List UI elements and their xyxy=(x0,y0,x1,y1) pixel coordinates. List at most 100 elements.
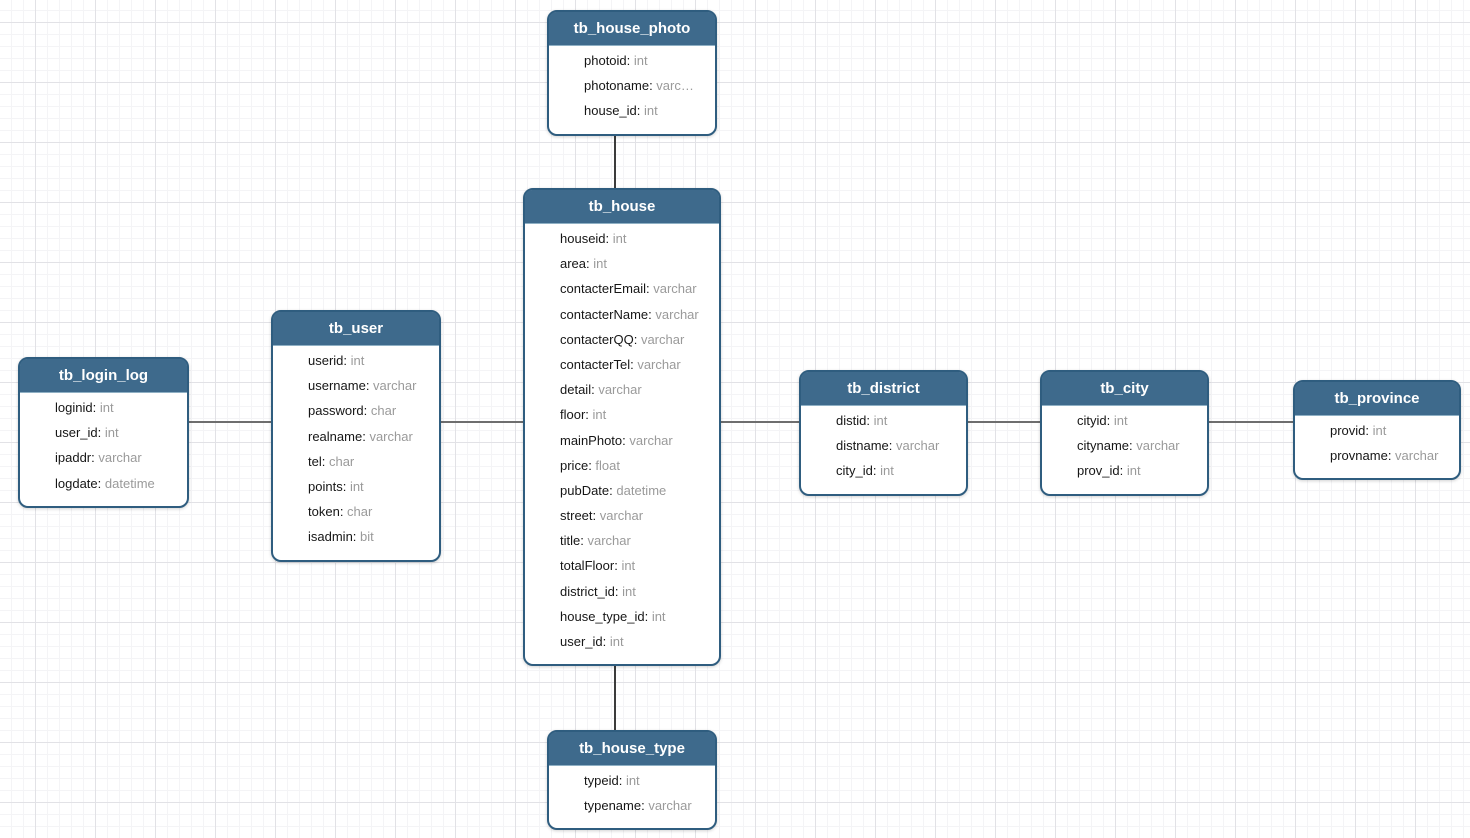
field-type: varchar xyxy=(599,508,644,524)
field-name: provname xyxy=(1330,448,1395,463)
connector-house_photo-house[interactable] xyxy=(614,133,616,191)
field-row: floorint xyxy=(525,402,719,427)
connector-login_log-user[interactable] xyxy=(187,421,273,423)
field-type: int xyxy=(625,773,640,788)
table-tb_province[interactable]: tb_province providintprovnamevarchar xyxy=(1293,380,1461,481)
field-type: int xyxy=(621,558,636,574)
field-type: int xyxy=(1113,413,1128,428)
table-title[interactable]: tb_city xyxy=(1042,372,1207,406)
field-row: citynamevarchar xyxy=(1042,433,1207,458)
field-name: mainPhoto xyxy=(560,433,629,448)
table-title[interactable]: tb_house_photo xyxy=(549,12,715,46)
field-name: title xyxy=(560,533,587,548)
table-tb_login_log[interactable]: tb_login_log loginidintuser_idintipaddrv… xyxy=(18,357,189,508)
field-name: username xyxy=(308,378,373,393)
field-row: isadminbit xyxy=(273,524,439,549)
table-fields: typeidinttypenamevarchar xyxy=(549,766,715,828)
field-name: typename xyxy=(584,798,648,813)
field-row: city_idint xyxy=(801,458,966,483)
field-type: int xyxy=(104,425,119,441)
field-name: tel xyxy=(308,454,329,469)
connector-house-house_type[interactable] xyxy=(614,663,616,732)
field-name: pubDate xyxy=(560,483,616,498)
table-tb_house[interactable]: tb_house houseidintareaintcontacterEmail… xyxy=(523,188,721,667)
table-title[interactable]: tb_house_type xyxy=(549,732,715,766)
table-tb_house_type[interactable]: tb_house_type typeidinttypenamevarchar xyxy=(547,730,717,831)
field-type: int xyxy=(873,413,888,428)
connector-user-house[interactable] xyxy=(439,421,525,423)
field-type: int xyxy=(880,463,894,479)
field-type: int xyxy=(651,608,666,624)
field-row: houseidint xyxy=(525,226,719,251)
field-row: photonamevarc… xyxy=(549,73,715,98)
field-name: houseid xyxy=(560,231,613,246)
field-name: user_id xyxy=(55,425,105,440)
field-type: int xyxy=(609,634,624,649)
field-name: district_id xyxy=(560,584,622,599)
field-type: varchar xyxy=(629,432,673,448)
field-name: street xyxy=(560,508,600,523)
field-row: cityidint xyxy=(1042,408,1207,433)
field-name: totalFloor xyxy=(560,558,621,573)
connector-district-city[interactable] xyxy=(966,421,1042,423)
field-type: int xyxy=(593,256,607,272)
field-name: floor xyxy=(560,407,593,422)
field-type: float xyxy=(595,457,620,473)
table-title[interactable]: tb_login_log xyxy=(20,359,187,393)
field-row: contacterEmailvarchar xyxy=(525,276,719,301)
field-name: price xyxy=(560,458,595,473)
table-tb_city[interactable]: tb_city cityidintcitynamevarcharprov_idi… xyxy=(1040,370,1209,496)
field-name: provid xyxy=(1330,423,1373,438)
table-fields: useridintusernamevarcharpasswordcharreal… xyxy=(273,346,439,560)
field-type: datetime xyxy=(616,482,667,498)
field-name: password xyxy=(308,403,371,418)
field-row: district_idint xyxy=(525,579,719,604)
field-row: photoidint xyxy=(549,48,715,73)
field-type: int xyxy=(612,231,627,246)
field-type: varchar xyxy=(640,331,685,347)
field-row: totalFloorint xyxy=(525,553,719,578)
field-row: user_idint xyxy=(20,420,187,445)
field-name: distid xyxy=(836,413,874,428)
field-name: detail xyxy=(560,382,598,397)
field-type: bit xyxy=(360,529,374,545)
table-title[interactable]: tb_district xyxy=(801,372,966,406)
connector-house-district[interactable] xyxy=(719,421,801,423)
field-name: token xyxy=(308,504,347,519)
field-row: mainPhotovarchar xyxy=(525,428,719,453)
field-name: photoname xyxy=(584,78,656,93)
field-type: varchar xyxy=(637,356,681,372)
table-title[interactable]: tb_house xyxy=(525,190,719,224)
field-name: contacterTel xyxy=(560,357,637,372)
field-name: realname xyxy=(308,429,369,444)
field-name: contacterQQ xyxy=(560,332,641,347)
field-row: contacterNamevarchar xyxy=(525,302,719,327)
field-name: points xyxy=(308,479,350,494)
field-row: titlevarchar xyxy=(525,528,719,553)
field-type: int xyxy=(592,407,607,423)
field-type: varchar xyxy=(648,798,692,814)
field-row: house_type_idint xyxy=(525,604,719,629)
table-tb_district[interactable]: tb_district distidintdistnamevarcharcity… xyxy=(799,370,968,496)
field-type: char xyxy=(328,453,355,469)
field-type: char xyxy=(347,504,373,520)
table-fields: cityidintcitynamevarcharprov_idint xyxy=(1042,406,1207,494)
field-row: provnamevarchar xyxy=(1295,443,1459,468)
field-type: varchar xyxy=(655,306,699,322)
field-type: varchar xyxy=(653,281,697,297)
field-name: house_type_id xyxy=(560,609,652,624)
field-name: city_id xyxy=(836,463,880,478)
field-row: passwordchar xyxy=(273,398,439,423)
field-type: datetime xyxy=(104,475,155,491)
table-tb_user[interactable]: tb_user useridintusernamevarcharpassword… xyxy=(271,310,441,562)
field-type: int xyxy=(1126,463,1141,479)
field-name: area xyxy=(560,256,593,271)
field-name: user_id xyxy=(560,634,610,649)
field-name: logdate xyxy=(55,476,105,491)
field-type: varchar xyxy=(587,533,631,549)
table-title[interactable]: tb_province xyxy=(1295,382,1459,416)
table-tb_house_photo[interactable]: tb_house_photo photoidintphotonamevarc…h… xyxy=(547,10,717,136)
table-title[interactable]: tb_user xyxy=(273,312,439,346)
field-row: contacterQQvarchar xyxy=(525,327,719,352)
connector-city-province[interactable] xyxy=(1207,421,1295,423)
